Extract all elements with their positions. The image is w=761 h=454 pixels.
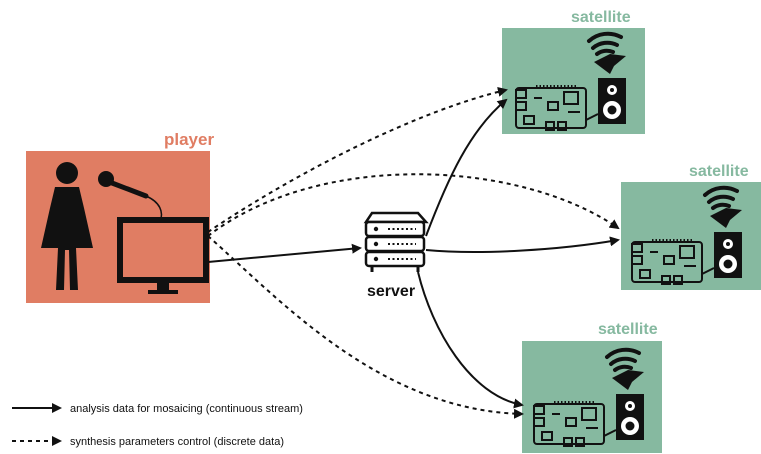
satellite-label-2: satellite <box>689 163 749 180</box>
connections <box>207 86 620 419</box>
monitor-icon <box>117 217 209 294</box>
legend: analysis data for mosaicing (continuous … <box>12 403 303 448</box>
control-arrow-sat3 <box>207 235 524 419</box>
stream-arrow-server-sat3 <box>417 271 524 409</box>
control-arrow-sat1 <box>207 86 508 233</box>
player-box <box>26 151 210 303</box>
person-icon <box>41 162 93 290</box>
server-icon <box>363 211 429 272</box>
satellite-box-2 <box>621 182 761 290</box>
stream-arrow-server-sat1 <box>425 98 508 237</box>
server-label: server <box>367 283 415 300</box>
control-arrow-sat2 <box>207 173 620 237</box>
stream-arrow-player-server <box>207 243 362 263</box>
stream-arrow-server-sat2 <box>425 236 620 253</box>
satellite-box-3 <box>522 341 662 453</box>
satellite-box-1 <box>502 28 645 134</box>
microphone-icon <box>98 171 163 223</box>
legend-solid-label: analysis data for mosaicing (continuous … <box>70 403 303 415</box>
satellite-label-1: satellite <box>571 9 631 26</box>
player-label: player <box>164 130 214 149</box>
satellite-label-3: satellite <box>598 321 658 338</box>
legend-dashed-label: synthesis parameters control (discrete d… <box>70 436 284 448</box>
